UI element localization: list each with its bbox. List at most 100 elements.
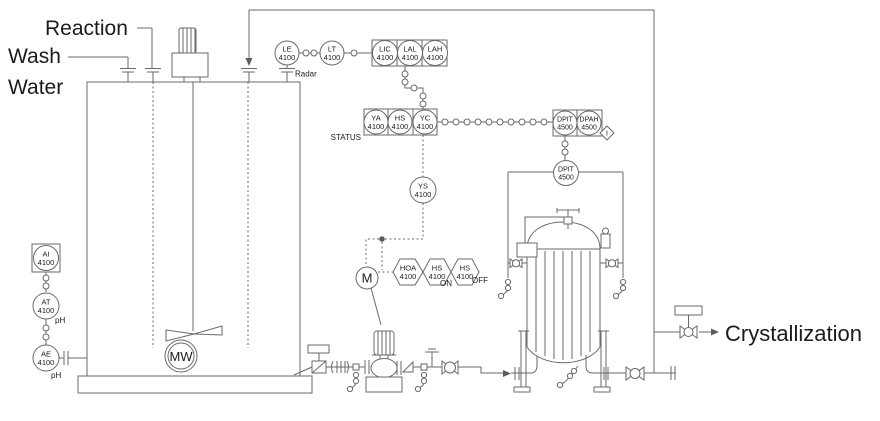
suction-drain <box>346 363 360 393</box>
interlock-label: I <box>606 131 608 138</box>
recirculation-line <box>245 9 655 373</box>
wash-water-label-line1: Wash <box>8 45 61 68</box>
status-label: STATUS <box>331 133 361 142</box>
agitator-mw-label: MW <box>169 349 193 364</box>
vessel-bottom-drain <box>556 365 579 389</box>
crystallization-stream-label: Crystallization <box>725 321 862 346</box>
dpah-tag: DPAH <box>580 117 599 124</box>
pump-motor-label: M <box>362 271 373 286</box>
lal-loop: 4100 <box>402 53 419 62</box>
dp-tap-drain-right <box>612 278 627 300</box>
agitator-mw-symbol: MW <box>164 339 198 373</box>
flow-arrow-down-icon <box>245 58 253 66</box>
at-tag: AT <box>41 298 50 307</box>
le-tag: LE <box>282 45 291 54</box>
hoa-tag: HOA <box>400 264 416 273</box>
at-loop: 4100 <box>38 306 55 315</box>
hs-on-loop: 4100 <box>429 272 446 281</box>
dp-tap-valve-right <box>600 258 623 269</box>
lah-loop: 4100 <box>427 53 444 62</box>
dpit-panel-tag: DPIT <box>557 117 574 124</box>
dp-tap-drain-left <box>497 278 512 300</box>
yc-tag: YC <box>420 114 431 123</box>
impeller-icon <box>165 325 223 342</box>
hs-status-bubble <box>387 109 413 135</box>
lic-loop: 4100 <box>377 53 394 62</box>
pump-line <box>293 330 538 393</box>
dpit-field-tag: DPIT <box>558 167 575 174</box>
flow-arrow-right-icon <box>503 370 511 377</box>
lah-tag: LAH <box>428 45 443 54</box>
tank-nozzles <box>120 68 295 82</box>
ae-loop: 4100 <box>38 358 55 367</box>
ys-loop: 4100 <box>415 190 432 199</box>
ys-tag: YS <box>418 182 428 191</box>
vessel-top-valve <box>556 208 580 229</box>
pump-base <box>365 376 403 393</box>
motor-control: YS 4100 M HOA 4100 HS 4100 HS 4100 ON OF… <box>355 135 488 326</box>
lah-bubble <box>422 40 448 66</box>
pump-motor-symbol <box>355 266 379 290</box>
ai-loop: 4100 <box>38 258 55 267</box>
vessel-dome <box>526 221 601 250</box>
ya-loop: 4100 <box>368 122 385 131</box>
vessel-dish <box>526 346 601 364</box>
pump-casing <box>370 358 398 378</box>
dpit-field-bubble <box>553 160 579 186</box>
vent-tee <box>425 348 439 367</box>
feed-streams: Reaction Wash Water <box>8 17 153 99</box>
reducer-icon <box>401 360 414 373</box>
radar-label: Radar <box>295 70 317 79</box>
wash-water-label-line2: Water <box>8 76 63 99</box>
flow-arrow-right-icon <box>711 328 719 336</box>
vessel-legs <box>513 330 611 393</box>
vessel-right-fitting <box>600 227 611 249</box>
yc-loop: 4100 <box>417 122 434 131</box>
filter-vessel <box>513 208 676 393</box>
ae-ph-label: pH <box>51 371 61 380</box>
hs-off-tag: HS <box>460 264 470 273</box>
ph-analytics: AI 4100 AT 4100 pH AE 4100 pH <box>31 243 87 380</box>
ae-tag: AE <box>41 350 51 359</box>
crystallization-valve <box>674 305 703 339</box>
hs-off-loop: 4100 <box>457 272 474 281</box>
valve-actuator <box>674 305 703 316</box>
ai-tag: AI <box>42 250 49 259</box>
vessel-side-box <box>516 242 538 258</box>
lt-tag: LT <box>328 45 337 54</box>
reaction-stream-label: Reaction <box>45 17 128 40</box>
valve-actuator <box>307 344 330 354</box>
pump <box>364 330 403 393</box>
dpah-bubble <box>576 110 602 136</box>
discharge-drain <box>414 363 428 393</box>
dpah-loop: 4500 <box>581 125 597 132</box>
status-instruments: YA 4100 HS 4100 YC 4100 STATUS <box>331 108 553 142</box>
hs-on-tag: HS <box>432 264 442 273</box>
ai-bubble <box>33 245 59 271</box>
vessel-outlet <box>585 355 676 381</box>
filter-candles <box>535 251 591 360</box>
signal-junction-dot <box>379 236 385 242</box>
lt-loop: 4100 <box>324 53 341 62</box>
dpit-panel-loop: 4500 <box>557 125 573 132</box>
interlock-diamond-icon <box>599 125 615 141</box>
tank-outlet-valve <box>307 344 330 374</box>
crystallization-branch: Crystallization <box>654 305 862 346</box>
hs-off-state-label: OFF <box>472 276 488 285</box>
dpit-field-loop: 4500 <box>558 175 574 182</box>
lal-tag: LAL <box>403 45 416 54</box>
at-ph-label: pH <box>55 316 65 325</box>
hoa-loop: 4100 <box>400 272 417 281</box>
lic-tag: LIC <box>379 45 391 54</box>
reaction-tank: MW <box>77 27 313 394</box>
hs-status-tag: HS <box>395 114 405 123</box>
vessel-top-pipe <box>524 216 564 243</box>
discharge-valve <box>441 359 459 376</box>
agitator-motor-icon <box>171 27 209 83</box>
le-loop: 4100 <box>279 53 296 62</box>
pump-motor-body <box>373 330 395 356</box>
at-bubble <box>32 292 60 320</box>
dp-instruments: DPIT 4500 DPAH 4500 I DPIT 4500 <box>497 109 627 300</box>
